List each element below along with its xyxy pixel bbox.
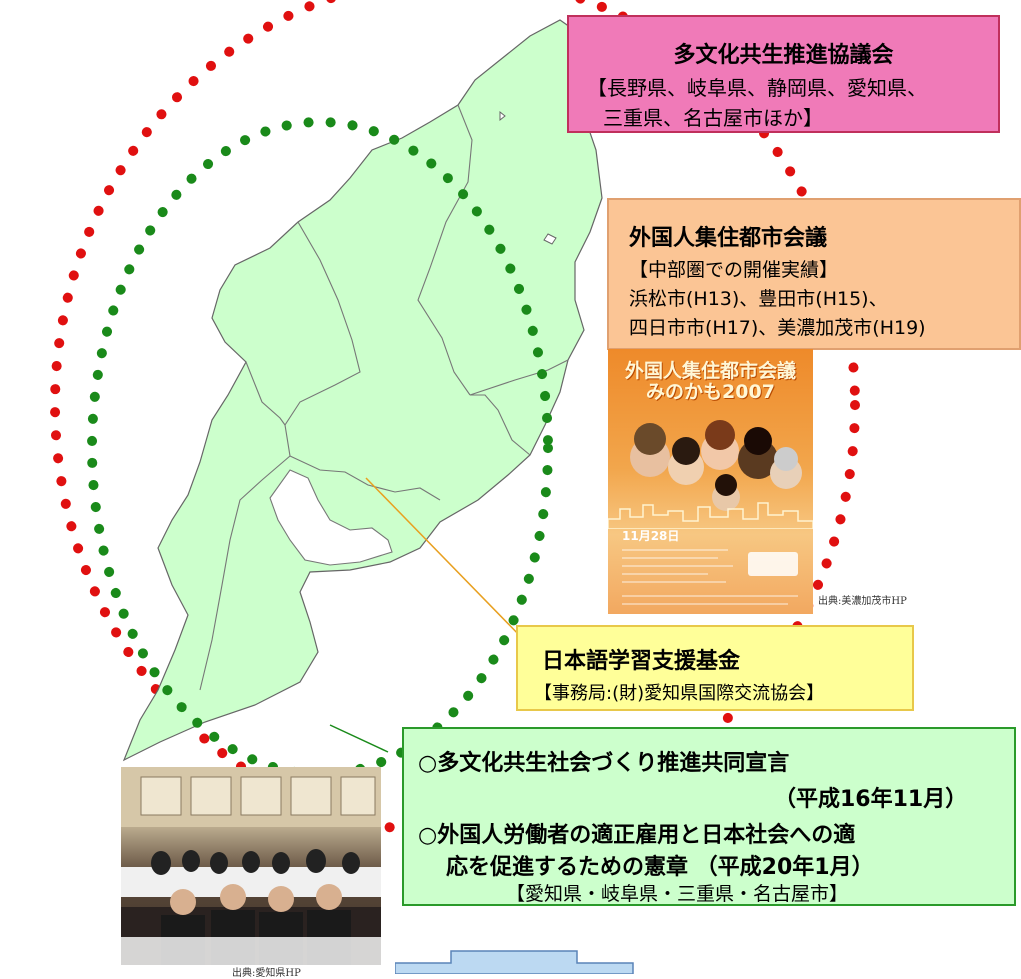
island	[543, 233, 557, 245]
down-arrow-icon	[395, 950, 634, 974]
conference-poster-image: 外国人集住都市会議 みのかも2007 11月28日	[608, 349, 813, 614]
fund-secretariat: 【事務局:(財)愛知県国際交流協会】	[534, 683, 825, 704]
poster-date: 11月28日	[622, 529, 680, 543]
declaration-line3: ○外国人労働者の適正雇用と日本社会への適	[418, 823, 856, 848]
poster-fine-print	[622, 549, 798, 605]
poster-title-line1: 外国人集住都市会議	[624, 360, 796, 382]
multicultural-council-box: 多文化共生推進協議会 【長野県、岐阜県、静岡県、愛知県、 三重県、名古屋市ほか】	[567, 15, 1000, 133]
poster-title: 外国人集住都市会議 みのかも2007	[616, 361, 805, 403]
japanese-learning-fund-box: 日本語学習支援基金 【事務局:(財)愛知県国際交流協会】	[516, 625, 914, 711]
meeting-photo	[121, 767, 381, 965]
foreign-resident-cities-box: 外国人集住都市会議 【中部圏での開催実績】 浜松市(H13)、豊田市(H15)、…	[607, 198, 1021, 350]
island	[499, 110, 506, 122]
cities-line2: 浜松市(H13)、豊田市(H15)、	[629, 288, 888, 310]
cities-line1: 【中部圏での開催実績】	[629, 259, 839, 281]
leader-line-declaration	[329, 724, 389, 753]
declaration-line4: 応を促進するための憲章 （平成20年1月）	[446, 855, 874, 880]
poster-faces	[630, 420, 802, 511]
declaration-line5: 【愛知県・岐阜県・三重県・名古屋市】	[506, 883, 849, 905]
cities-line3: 四日市市(H17)、美濃加茂市(H19)	[629, 317, 926, 339]
declaration-line2: （平成16年11月）	[774, 787, 968, 812]
declaration-line1: ○多文化共生社会づくり推進共同宣言	[418, 751, 790, 776]
council-members: 【長野県、岐阜県、静岡県、愛知県、 三重県、名古屋市ほか】	[587, 73, 927, 133]
meeting-photo-content	[121, 767, 381, 965]
council-members-line1: 【長野県、岐阜県、静岡県、愛知県、	[587, 76, 927, 100]
joint-declaration-box: ○多文化共生社会づくり推進共同宣言 （平成16年11月） ○外国人労働者の適正雇…	[402, 727, 1016, 906]
poster-title-line2: みのかも2007	[646, 381, 775, 403]
cities-conference-title: 外国人集住都市会議	[629, 226, 828, 251]
prefecture-borders	[199, 104, 569, 691]
ise-bay	[269, 469, 393, 566]
poster-source-caption: 出典:美濃加茂市HP	[818, 596, 907, 607]
leader-line-fund	[365, 477, 525, 641]
poster-city-skyline	[608, 502, 813, 529]
photo-source-caption: 出典:愛知県HP	[232, 968, 301, 979]
council-members-line2: 三重県、名古屋市ほか】	[603, 106, 823, 130]
council-title: 多文化共生推進協議会	[673, 43, 894, 68]
chubu-map	[122, 19, 603, 762]
cities-conference-body: 【中部圏での開催実績】 浜松市(H13)、豊田市(H15)、 四日市市(H17)…	[629, 256, 926, 343]
fund-title: 日本語学習支援基金	[542, 649, 741, 674]
